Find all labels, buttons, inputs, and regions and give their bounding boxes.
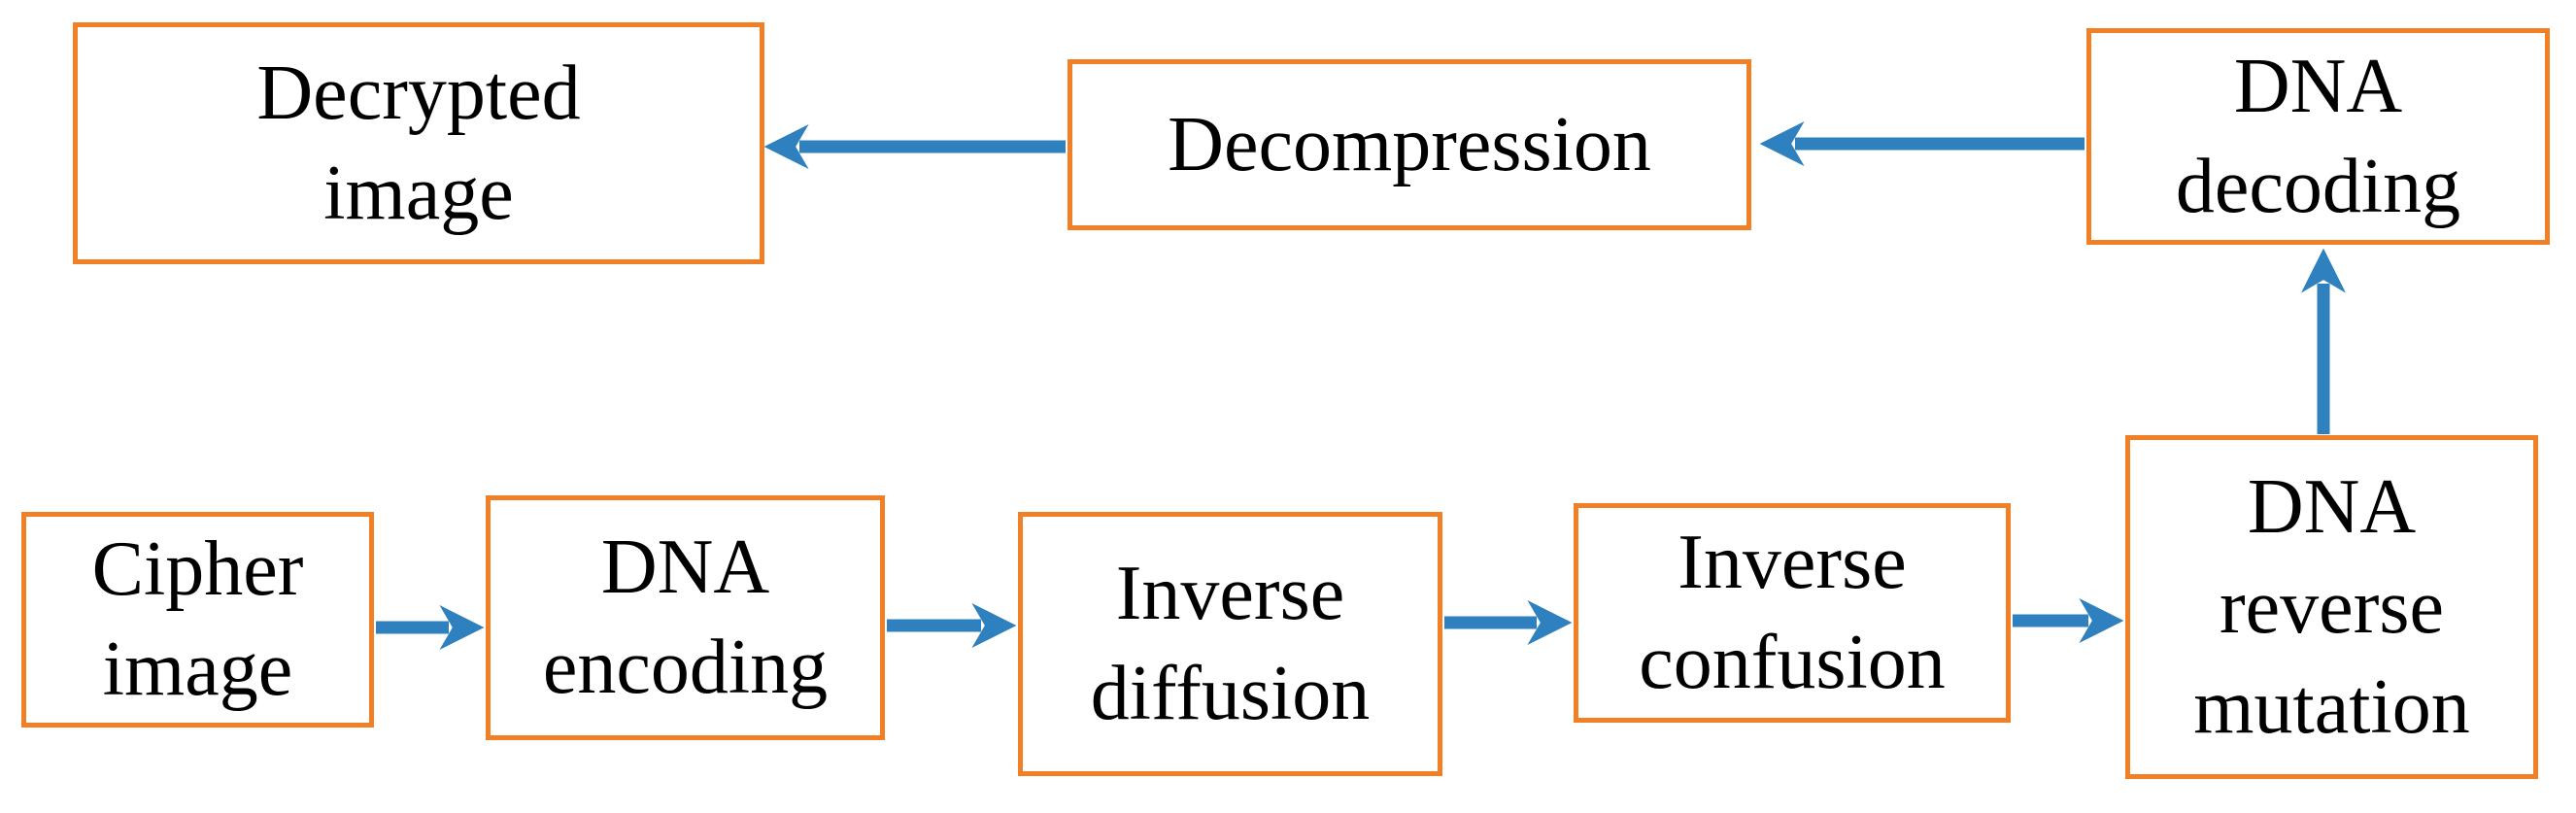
node-label-line: Cipher <box>91 526 304 612</box>
node-label-line: Inverse <box>1678 520 1907 605</box>
node-label-line: mutation <box>2193 663 2470 750</box>
node-dna-encoding: DNA encoding <box>486 495 885 740</box>
node-label-line: decoding <box>2175 143 2461 229</box>
node-dna-decoding: DNA decoding <box>2086 28 2550 245</box>
node-dna-reverse-mutation: DNA reverse mutation <box>2125 435 2538 779</box>
node-label-line: encoding <box>542 625 829 710</box>
node-label-line: DNA <box>2233 43 2403 129</box>
node-label-line: Decrypted <box>256 50 581 136</box>
node-decompression: Decompression <box>1068 59 1751 230</box>
node-label-line: reverse <box>2220 563 2444 650</box>
node-inverse-confusion: Inverse confusion <box>1574 503 2011 723</box>
node-label-line: DNA <box>2247 463 2417 550</box>
node-label-line: confusion <box>1639 620 1946 705</box>
node-label-line: Inverse <box>1115 551 1345 636</box>
node-inverse-diffusion: Inverse diffusion <box>1018 512 1442 776</box>
node-label-line: diffusion <box>1090 651 1371 736</box>
node-label-line: DNA <box>600 525 770 610</box>
node-label-line: image <box>102 627 293 712</box>
node-cipher-image: Cipher image <box>21 512 374 728</box>
node-label-line: image <box>323 150 514 236</box>
node-label-line: Decompression <box>1168 101 1651 187</box>
node-decrypted-image: Decrypted image <box>73 22 764 264</box>
